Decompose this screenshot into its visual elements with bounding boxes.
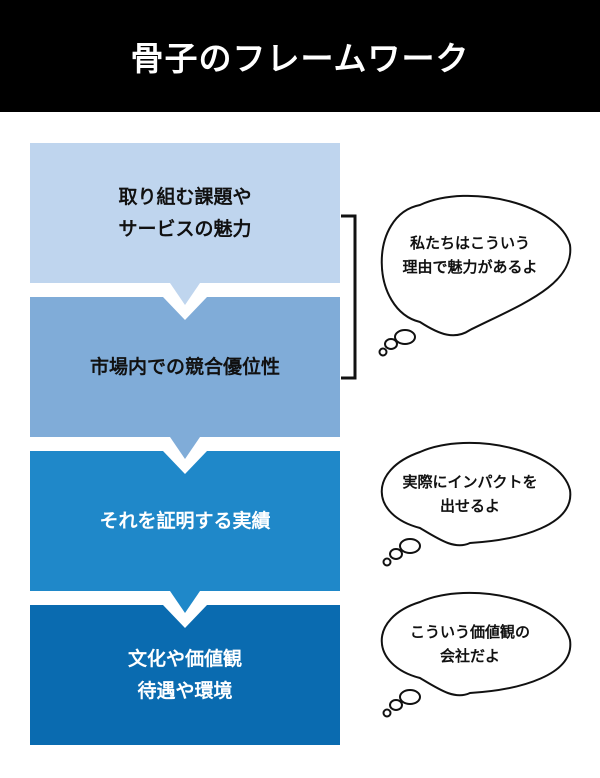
arrow-1 <box>163 283 207 320</box>
framework-box-culture: 文化や価値観 待遇や環境 <box>30 605 340 745</box>
bracket <box>341 214 357 380</box>
thought-bubble-2 <box>380 441 572 567</box>
bubble-text-3: こういう価値観の 会社だよ <box>409 623 530 665</box>
arrow-3 <box>163 591 207 628</box>
framework-box-appeal: 取り組む課題や サービスの魅力 <box>30 143 340 283</box>
bubble-text-2: 実際にインパクトを 出せるよ <box>402 473 538 515</box>
thought-bubble-3 <box>380 591 572 718</box>
page-title: 骨子のフレームワーク <box>0 0 600 112</box>
framework-box-competitive-advantage: 市場内での競合優位性 <box>30 297 340 437</box>
bubble-text-1: 私たちはこういう 理由で魅力があるよ <box>402 234 538 276</box>
arrow-2 <box>163 437 207 474</box>
framework-box-track-record: それを証明する実績 <box>30 451 340 591</box>
thought-bubble-1 <box>378 194 572 357</box>
